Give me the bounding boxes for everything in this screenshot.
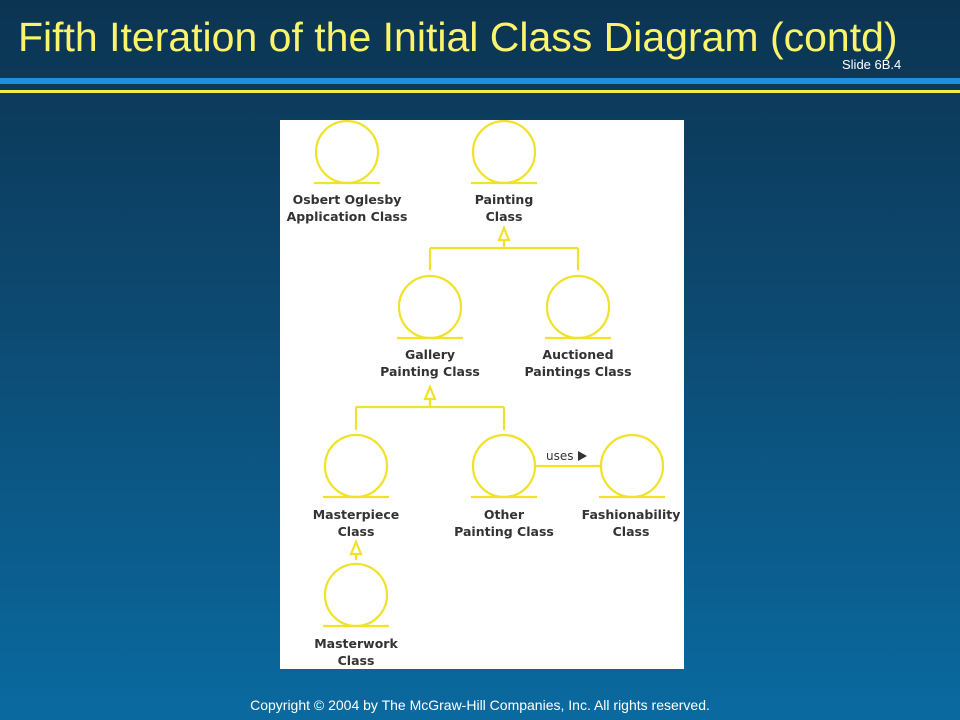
slide-number: Slide 6B.4 — [842, 57, 902, 72]
label-painting-line1: Painting — [475, 192, 534, 207]
label-osbert-line1: Osbert Oglesby — [293, 192, 402, 207]
inheritance-painting — [428, 225, 580, 270]
label-masterpiece-line2: Class — [338, 524, 375, 539]
label-osbert-line2: Application Class — [287, 209, 408, 224]
class-symbol-auctioned — [545, 274, 611, 340]
label-auctioned-line2: Paintings Class — [524, 364, 631, 379]
class-symbol-masterwork — [323, 562, 389, 628]
class-symbol-other — [471, 433, 537, 499]
label-masterwork-line1: Masterwork — [314, 636, 398, 651]
label-other-line1: Other — [484, 507, 525, 522]
association-label: uses — [546, 449, 574, 463]
uses-direction-arrow-icon — [578, 451, 587, 461]
copyright-footer: Copyright © 2004 by The McGraw-Hill Comp… — [250, 697, 710, 713]
class-symbol-painting — [471, 120, 537, 185]
label-fashionability-line2: Class — [613, 524, 650, 539]
inheritance-masterpiece — [349, 539, 363, 560]
label-gallery-line2: Painting Class — [380, 364, 480, 379]
label-auctioned-line1: Auctioned — [542, 347, 613, 362]
class-diagram: uses Osbert Oglesby Application Class Pa… — [280, 120, 684, 669]
class-symbol-fashionability — [599, 433, 665, 499]
class-diagram-canvas: uses Osbert Oglesby Application Class Pa… — [287, 120, 681, 668]
class-symbol-masterpiece — [323, 433, 389, 499]
title-rule-yellow — [0, 90, 960, 93]
slide-title: Fifth Iteration of the Initial Class Dia… — [18, 14, 898, 60]
label-masterpiece-line1: Masterpiece — [313, 507, 400, 522]
title-rule-blue — [0, 78, 960, 84]
class-symbol-gallery — [397, 274, 463, 340]
label-other-line2: Painting Class — [454, 524, 554, 539]
inheritance-gallery — [354, 384, 506, 430]
label-masterwork-line2: Class — [338, 653, 375, 668]
class-symbol-osbert — [314, 120, 380, 185]
label-fashionability-line1: Fashionability — [582, 507, 681, 522]
label-gallery-line1: Gallery — [405, 347, 455, 362]
label-painting-line2: Class — [486, 209, 523, 224]
